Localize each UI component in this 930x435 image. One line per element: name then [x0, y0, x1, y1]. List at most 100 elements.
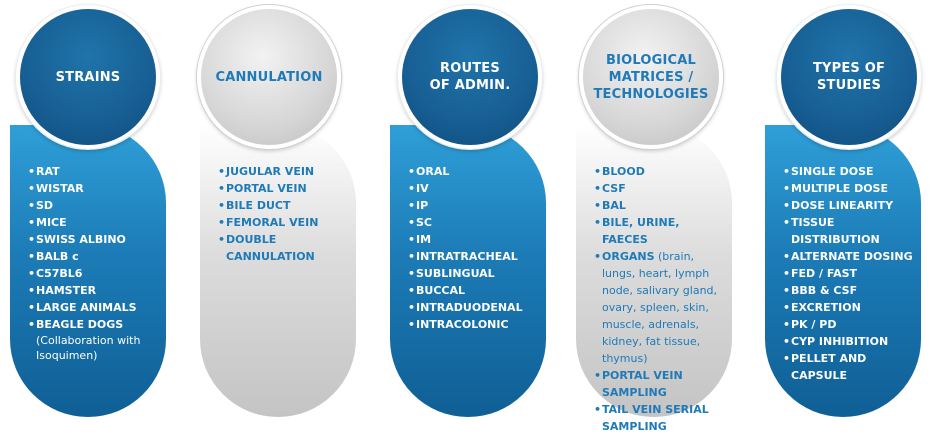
- list-matrices: BLOODCSFBALBILE, URINE, FAECESORGANS (br…: [594, 163, 726, 435]
- list-item: IM: [408, 231, 540, 248]
- item-label: BBB & CSF: [791, 284, 858, 297]
- list-item: ALTERNATE DOSING: [783, 248, 915, 265]
- item-label: PORTAL VEIN SAMPLING: [602, 369, 683, 399]
- item-label: BILE DUCT: [226, 199, 291, 212]
- column-matrices: BLOODCSFBALBILE, URINE, FAECESORGANS (br…: [568, 0, 740, 433]
- title-routes: ROUTES OF ADMIN.: [429, 61, 511, 93]
- column-studies: SINGLE DOSE MULTIPLE DOSE DOSE LINEARITY TI…: [757, 0, 929, 432]
- item-label: DOSE LINEARITY: [791, 199, 894, 212]
- circle-studies: TYPES OF STUDIES: [777, 5, 921, 149]
- item-label: CYP INHIBITION: [791, 335, 889, 348]
- card-matrices: BLOODCSFBALBILE, URINE, FAECESORGANS (br…: [576, 125, 732, 433]
- title-studies: TYPES OF STUDIES: [812, 61, 886, 93]
- list-item: BEAGLE DOGS (Collaboration with Isoquimen…: [28, 316, 160, 363]
- item-label: SUBLINGUAL: [416, 267, 495, 280]
- item-label: C57BL6: [36, 267, 83, 280]
- item-label: RAT: [36, 165, 60, 178]
- item-label: INTRADUODENAL: [416, 301, 523, 314]
- list-item: FED / FAST: [783, 265, 915, 282]
- card-cannulation: JUGULAR VEIN PORTAL VEIN BILE DUCT FEMORAL …: [200, 125, 356, 417]
- column-cannulation: JUGULAR VEIN PORTAL VEIN BILE DUCT FEMORAL …: [190, 0, 362, 432]
- list-item: HAMSTER: [28, 282, 160, 299]
- list-item: LARGE ANIMALS: [28, 299, 160, 316]
- list-item: CSF: [594, 180, 726, 197]
- list-item: INTRATRACHEAL: [408, 248, 540, 265]
- list-item: MICE: [28, 214, 160, 231]
- item-note: (Collaboration with Isoquimen): [36, 334, 141, 362]
- item-label: BAL: [602, 199, 626, 212]
- circle-cannulation: CANNULATION: [197, 5, 341, 149]
- item-label: EXCRETION: [791, 301, 861, 314]
- list-item: BBB & CSF: [783, 282, 915, 299]
- item-label: BUCCAL: [416, 284, 465, 297]
- item-label: ORAL: [416, 165, 450, 178]
- item-label: BILE, URINE, FAECES: [602, 216, 680, 246]
- list-item: BAL: [594, 197, 726, 214]
- item-label: BEAGLE DOGS: [36, 318, 124, 331]
- item-label: CSF: [602, 182, 626, 195]
- list-item: INTRADUODENAL: [408, 299, 540, 316]
- list-item: BUCCAL: [408, 282, 540, 299]
- item-label: TISSUE DISTRIBUTION: [791, 216, 880, 246]
- item-label: SWISS ALBINO: [36, 233, 126, 246]
- column-strains: RAT WISTAR SD MICE SWISS ALBINO BALB c C57BL6H…: [0, 0, 172, 432]
- item-label: IP: [416, 199, 429, 212]
- list-item: PK / PD: [783, 316, 915, 333]
- list-item: WISTAR: [28, 180, 160, 197]
- list-item: FEMORAL VEIN: [218, 214, 350, 231]
- item-label: LARGE ANIMALS: [36, 301, 137, 314]
- list-item: TAIL VEIN SERIAL SAMPLING: [594, 401, 726, 435]
- list-item: BALB c: [28, 248, 160, 265]
- item-label: BLOOD: [602, 165, 645, 178]
- circle-routes: ROUTES OF ADMIN.: [398, 5, 542, 149]
- list-item: DOUBLE CANNULATION: [218, 231, 350, 265]
- item-label: JUGULAR VEIN: [226, 165, 315, 178]
- item-label: PELLET AND CAPSULE: [791, 352, 867, 382]
- list-item: JUGULAR VEIN: [218, 163, 350, 180]
- list-item: BLOOD: [594, 163, 726, 180]
- list-item: DOSE LINEARITY: [783, 197, 915, 214]
- list-item: SINGLE DOSE: [783, 163, 915, 180]
- list-item: SC: [408, 214, 540, 231]
- card-strains: RAT WISTAR SD MICE SWISS ALBINO BALB c C57BL6H…: [10, 125, 166, 417]
- list-item: PORTAL VEIN: [218, 180, 350, 197]
- list-item: C57BL6: [28, 265, 160, 282]
- list-item: MULTIPLE DOSE: [783, 180, 915, 197]
- item-label: ALTERNATE DOSING: [791, 250, 913, 263]
- list-item: INTRACOLONIC: [408, 316, 540, 333]
- item-label: MULTIPLE DOSE: [791, 182, 888, 195]
- list-item: PELLET AND CAPSULE: [783, 350, 915, 384]
- item-label: IM: [416, 233, 432, 246]
- title-strains: STRAINS: [55, 69, 121, 85]
- list-item: ORGANS (brain, lungs, heart, lymph node,…: [594, 248, 726, 367]
- item-label: BALB c: [36, 250, 79, 263]
- list-cannulation: JUGULAR VEIN PORTAL VEIN BILE DUCT FEMORAL …: [218, 163, 350, 265]
- title-matrices: BIOLOGICAL MATRICES / TECHNOLOGIES: [593, 52, 709, 102]
- list-item: SD: [28, 197, 160, 214]
- list-item: TISSUE DISTRIBUTION: [783, 214, 915, 248]
- list-item: CYP INHIBITION: [783, 333, 915, 350]
- item-label: INTRACOLONIC: [416, 318, 509, 331]
- circle-strains: STRAINS: [16, 5, 160, 149]
- item-label: FEMORAL VEIN: [226, 216, 319, 229]
- item-label: WISTAR: [36, 182, 84, 195]
- item-label: PORTAL VEIN: [226, 182, 307, 195]
- list-item: BILE DUCT: [218, 197, 350, 214]
- list-item: SUBLINGUAL: [408, 265, 540, 282]
- item-label: SC: [416, 216, 432, 229]
- list-routes: ORAL IV IP SC IM INTRATRACHEAL SUBLINGUAL BUCCA…: [408, 163, 540, 333]
- circle-matrices: BIOLOGICAL MATRICES / TECHNOLOGIES: [579, 5, 723, 149]
- list-item: RAT: [28, 163, 160, 180]
- list-item: EXCRETION: [783, 299, 915, 316]
- list-item: PORTAL VEIN SAMPLING: [594, 367, 726, 401]
- list-item: IV: [408, 180, 540, 197]
- card-routes: ORAL IV IP SC IM INTRATRACHEAL SUBLINGUAL BUCCA…: [390, 125, 546, 417]
- item-detail: (brain, lungs, heart, lymph node, saliva…: [602, 250, 718, 365]
- item-label: IV: [416, 182, 429, 195]
- item-label: TAIL VEIN SERIAL SAMPLING: [602, 403, 709, 433]
- column-routes: ORAL IV IP SC IM INTRATRACHEAL SUBLINGUAL BUCCA…: [380, 0, 552, 432]
- item-label: SD: [36, 199, 54, 212]
- list-item: BILE, URINE, FAECES: [594, 214, 726, 248]
- item-label: ORGANS: [602, 250, 655, 263]
- item-label: INTRATRACHEAL: [416, 250, 518, 263]
